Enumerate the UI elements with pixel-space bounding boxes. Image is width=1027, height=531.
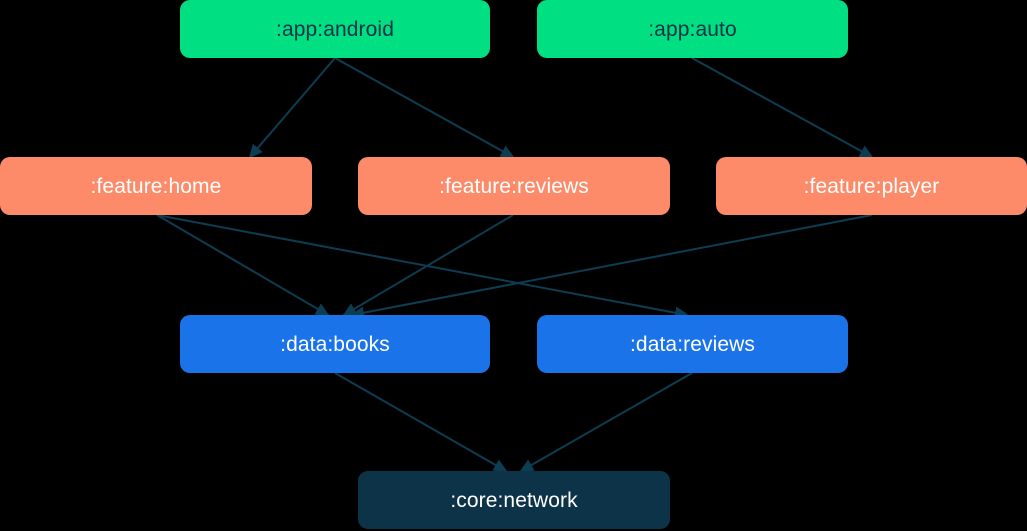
edge-feature-home-to-data-books <box>156 214 330 317</box>
edge-feature-reviews-to-data-books <box>342 214 514 317</box>
edge-group <box>156 57 874 472</box>
edge-feature-player-to-data-books <box>350 214 873 320</box>
node-label-app-android: :app:android <box>276 17 394 41</box>
node-label-feature-home: :feature:home <box>90 174 222 198</box>
edge-data-reviews-to-core-network <box>519 372 693 472</box>
edge-feature-home-to-data-reviews <box>156 214 689 320</box>
graph-node-feature-home[interactable]: :feature:home <box>0 157 312 215</box>
edge-data-books-to-core-network <box>334 372 508 472</box>
edge-app-android-to-feature-home <box>248 57 336 159</box>
graph-node-core-network[interactable]: :core:network <box>358 471 670 529</box>
edge-app-auto-to-feature-player <box>691 57 874 158</box>
edge-app-android-to-feature-reviews <box>334 57 515 158</box>
node-label-app-auto: :app:auto <box>648 17 737 41</box>
node-label-core-network: :core:network <box>450 488 578 512</box>
graph-node-app-auto[interactable]: :app:auto <box>537 0 848 58</box>
node-label-data-books: :data:books <box>280 332 390 356</box>
node-label-feature-player: :feature:player <box>803 174 940 198</box>
graph-node-feature-player[interactable]: :feature:player <box>716 157 1027 215</box>
graph-node-feature-reviews[interactable]: :feature:reviews <box>358 157 670 215</box>
graph-node-data-reviews[interactable]: :data:reviews <box>537 315 848 373</box>
graph-node-app-android[interactable]: :app:android <box>180 0 490 58</box>
node-label-data-reviews: :data:reviews <box>629 332 756 356</box>
node-label-feature-reviews: :feature:reviews <box>439 174 589 198</box>
graph-node-data-books[interactable]: :data:books <box>180 315 490 373</box>
